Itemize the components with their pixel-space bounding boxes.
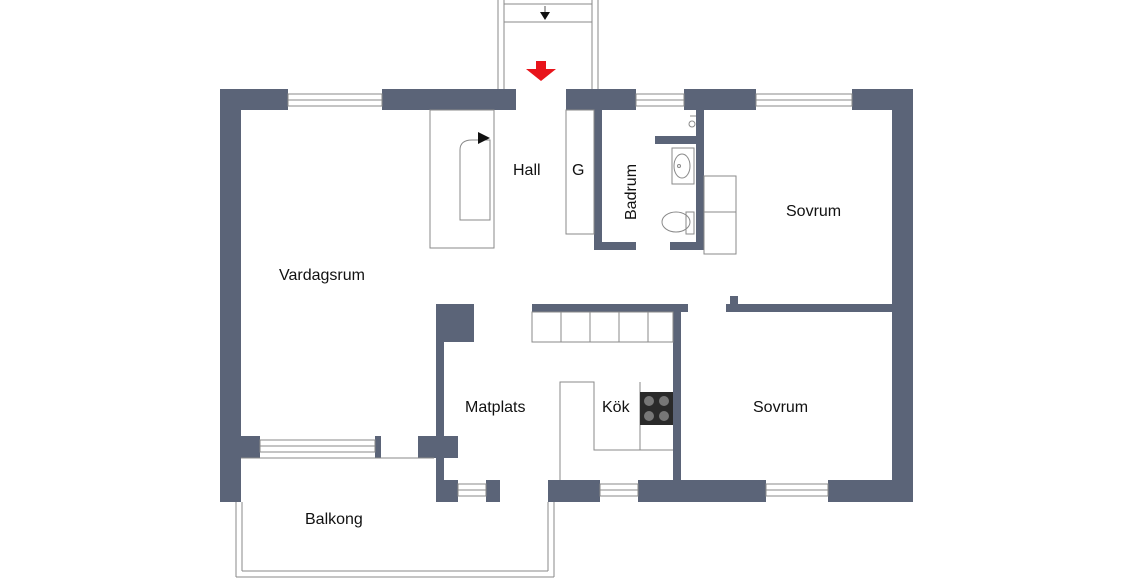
entrance-corridor: [497, 0, 599, 90]
room-label-balkong: Balkong: [305, 511, 363, 528]
interior-walls: [418, 108, 896, 482]
room-label-badrum: Badrum: [623, 164, 640, 220]
garderob-closet: [565, 109, 595, 235]
room-label-kok: Kök: [602, 399, 631, 416]
room-label-vardagsrum: Vardagsrum: [279, 267, 365, 284]
stair-direction-icon: [540, 12, 550, 20]
wardrobe-unit: [429, 109, 495, 249]
room-label-hall: Hall: [513, 162, 541, 179]
stove-icon: [640, 392, 673, 425]
door-arrow-icon: [478, 132, 490, 144]
room-label-garderob: G: [572, 162, 584, 179]
outer-walls: [220, 89, 913, 502]
balcony: [235, 457, 555, 578]
room-label-sovrum-lower: Sovrum: [753, 399, 808, 416]
windows: [259, 93, 853, 497]
bathroom-fixtures: [661, 115, 696, 235]
room-label-sovrum-upper: Sovrum: [786, 203, 841, 220]
entrance-arrow-icon: [526, 61, 556, 81]
room-label-matplats: Matplats: [465, 399, 525, 416]
bedroom-wardrobe: [703, 175, 737, 255]
